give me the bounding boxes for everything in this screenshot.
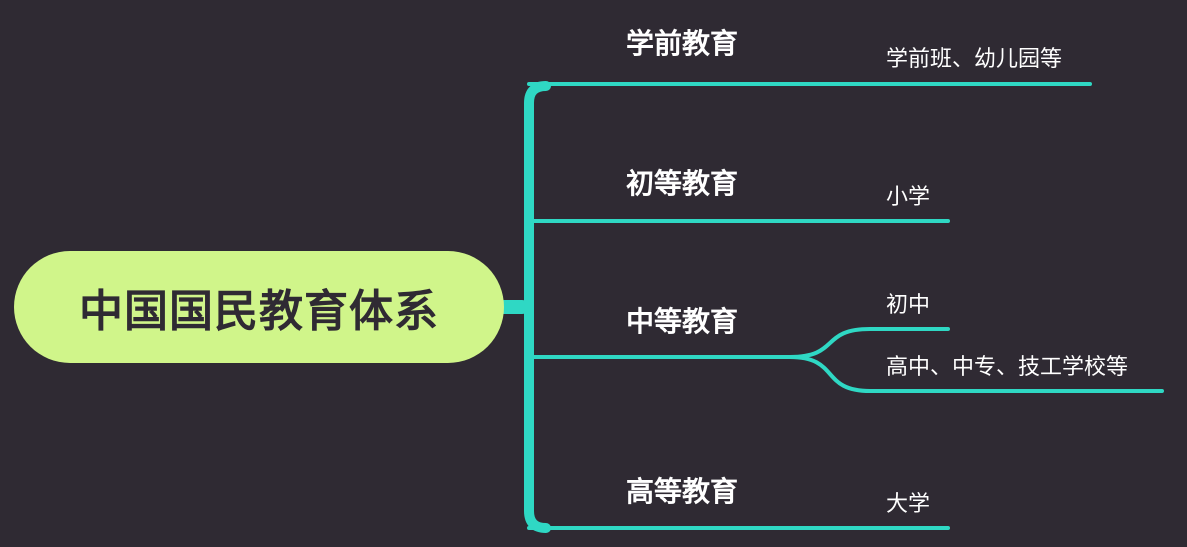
leaf-label-university: 大学 bbox=[886, 492, 931, 517]
branch-label-secondary: 中等教育 bbox=[626, 305, 739, 338]
branch-label-preschool: 学前教育 bbox=[626, 27, 739, 60]
root-node: 中国国民教育体系 bbox=[14, 251, 504, 363]
branch-label-primary: 初等教育 bbox=[626, 167, 739, 200]
leaf-label-primary-school: 小学 bbox=[886, 185, 931, 210]
trunk-line bbox=[524, 81, 551, 533]
split-curve-junior bbox=[788, 327, 950, 359]
branch-label-higher: 高等教育 bbox=[626, 475, 739, 508]
leaf-label-junior-high: 初中 bbox=[886, 293, 931, 318]
root-label: 中国国民教育体系 bbox=[79, 286, 439, 337]
split-curve-senior bbox=[788, 355, 1164, 393]
leaf-label-senior-high: 高中、中专、技工学校等 bbox=[886, 355, 1129, 380]
leaf-label-kindergarten: 学前班、幼儿园等 bbox=[886, 47, 1063, 72]
